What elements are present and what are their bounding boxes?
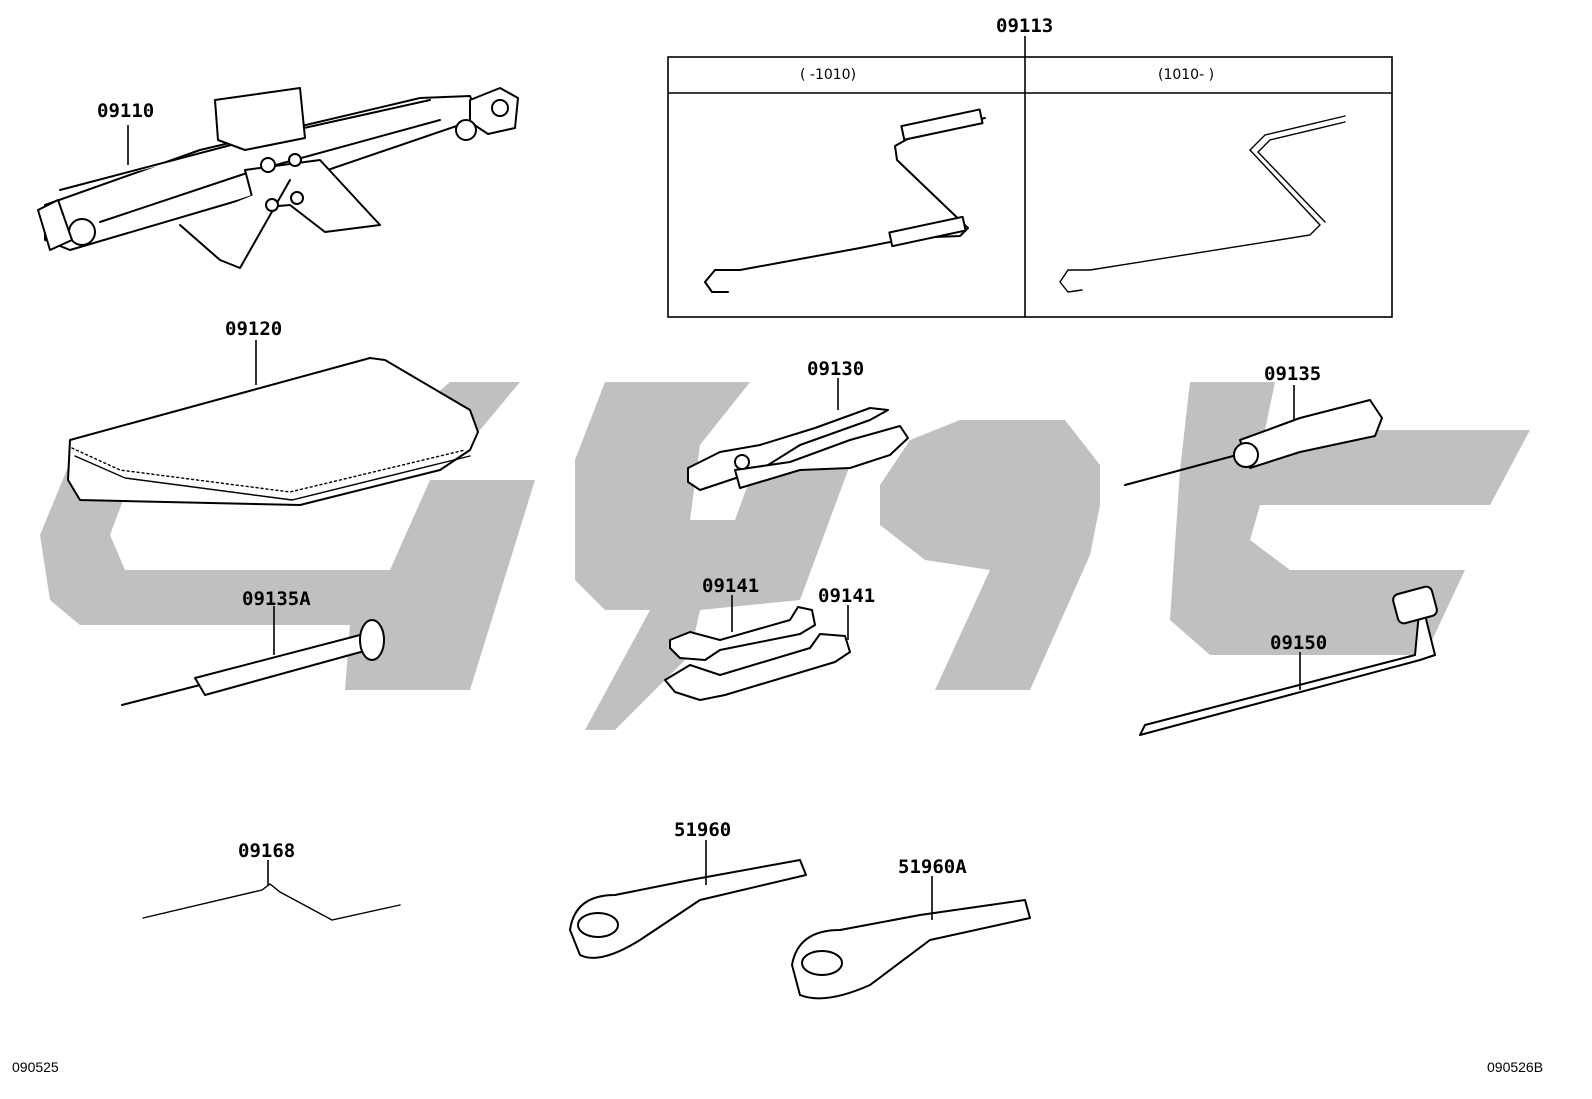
- table-left-header: ( -1010): [800, 67, 856, 83]
- wheel-nut-wrench: [1139, 585, 1438, 736]
- hook-rod: [142, 883, 401, 921]
- callout-09141-b: 09141: [818, 585, 875, 607]
- screwdriver-alt: [121, 619, 385, 706]
- footer-right-ref: 090526B: [1487, 1059, 1543, 1075]
- wrench-b: [664, 633, 851, 701]
- callout-09130: 09130: [807, 358, 864, 380]
- scissor-jack: [37, 87, 519, 269]
- jack-handle-table: ( -1010) (1010- ): [667, 36, 1393, 318]
- footer-left-ref: 090525: [12, 1059, 59, 1075]
- callout-09113: 09113: [996, 15, 1053, 37]
- towing-eye: [569, 859, 807, 959]
- tool-bag: [67, 357, 479, 506]
- wrench-a: [669, 606, 816, 661]
- callout-09150: 09150: [1270, 632, 1327, 654]
- callout-51960A: 51960A: [898, 856, 967, 878]
- screwdriver: [1124, 399, 1383, 486]
- callout-09168: 09168: [238, 840, 295, 862]
- callout-09135: 09135: [1264, 363, 1321, 385]
- callout-09120: 09120: [225, 318, 282, 340]
- callout-51960: 51960: [674, 819, 731, 841]
- callout-09110: 09110: [97, 100, 154, 122]
- table-right-header: (1010- ): [1158, 67, 1214, 83]
- callout-09135A: 09135A: [242, 588, 311, 610]
- callout-09141-a: 09141: [702, 575, 759, 597]
- pliers: [687, 407, 909, 491]
- towing-eye-alt: [791, 899, 1031, 1000]
